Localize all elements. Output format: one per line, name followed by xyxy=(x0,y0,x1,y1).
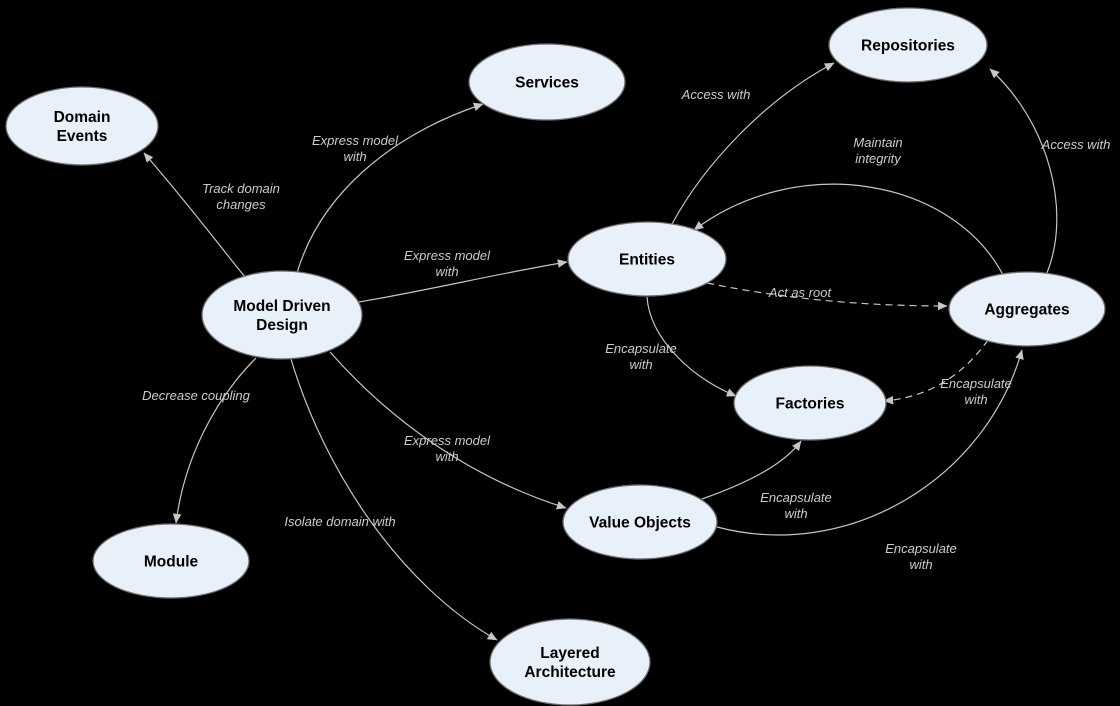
node-label-entities: Entities xyxy=(619,252,675,269)
node-ellipse-factories xyxy=(733,365,887,441)
edge-model-driven-design-domain-events xyxy=(143,152,246,278)
node-label-value-objects: Value Objects xyxy=(589,515,691,532)
node-aggregates: Aggregates xyxy=(948,271,1106,347)
edge-model-driven-design-entities xyxy=(358,259,568,303)
edge-aggregates-repositories xyxy=(989,68,1058,274)
edge-model-driven-design-services xyxy=(296,102,484,274)
node-label-module: Module xyxy=(144,554,199,571)
edge-entities-repositories xyxy=(671,62,835,225)
node-ellipse-aggregates xyxy=(948,271,1106,347)
edge-aggregates-factories xyxy=(883,339,989,405)
edge-value-objects-factories xyxy=(701,440,802,500)
node-ellipse-layered-architecture xyxy=(489,618,651,706)
node-entities: Entities xyxy=(567,221,727,297)
node-ellipse-domain-events xyxy=(5,86,159,166)
node-ellipse-services xyxy=(468,43,626,121)
edge-label-entities-aggregates: Act as root xyxy=(768,285,833,300)
edge-entities-factories xyxy=(646,296,737,397)
edge-label-entities-repositories: Access with xyxy=(681,87,751,102)
edge-label-aggregates-repositories: Access with xyxy=(1041,137,1111,152)
node-module: Module xyxy=(92,523,250,599)
node-label-factories: Factories xyxy=(776,396,845,413)
node-ellipse-value-objects xyxy=(562,484,718,560)
edge-label-model-driven-design-module: Decrease coupling xyxy=(142,388,250,403)
node-label-repositories: Repositories xyxy=(861,38,955,55)
node-factories: Factories xyxy=(733,365,887,441)
node-label-services: Services xyxy=(515,75,579,92)
node-ellipse-repositories xyxy=(828,7,988,83)
edge-entities-aggregates xyxy=(706,282,948,311)
node-ellipse-model-driven-design xyxy=(201,270,363,360)
node-ellipse-entities xyxy=(567,221,727,297)
edge-model-driven-design-value-objects xyxy=(329,351,567,510)
node-value-objects: Value Objects xyxy=(562,484,718,560)
edge-aggregates-entities xyxy=(693,183,1004,276)
edge-value-objects-aggregates xyxy=(716,349,1024,536)
edge-model-driven-design-module xyxy=(172,357,257,524)
node-services: Services xyxy=(468,43,626,121)
node-label-aggregates: Aggregates xyxy=(984,302,1069,319)
edge-label-model-driven-design-layered-architecture: Isolate domain with xyxy=(284,514,395,529)
node-ellipse-module xyxy=(92,523,250,599)
edge-model-driven-design-layered-architecture xyxy=(290,358,498,641)
node-repositories: Repositories xyxy=(828,7,988,83)
